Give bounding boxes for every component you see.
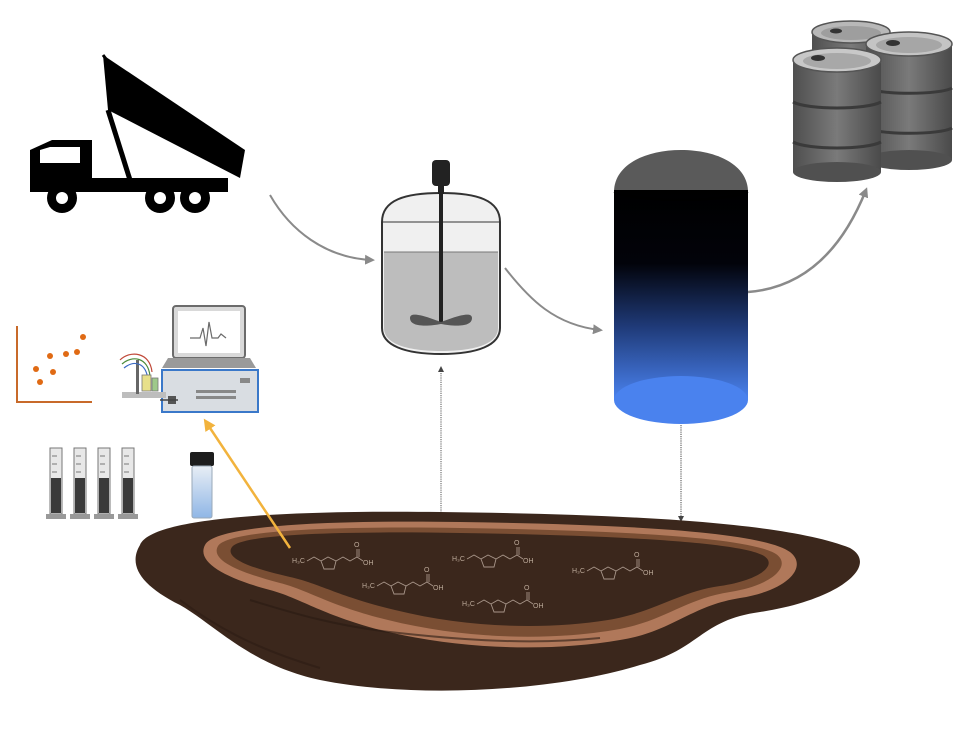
- naphthenic-acid-molecule: H₃C O OH: [462, 585, 544, 613]
- molecule-label-oh: OH: [643, 570, 654, 577]
- dump-truck-icon: [30, 54, 245, 213]
- naphthenic-acid-molecule: H₃C O OH: [292, 542, 374, 570]
- arrow-tank-to-barrels: [747, 187, 869, 294]
- molecule-label-ch3: H₃C: [292, 558, 305, 565]
- graduated-cylinders-icon: [46, 447, 138, 519]
- molecule-label-oh: OH: [363, 560, 374, 567]
- molecule-label-o: O: [354, 542, 360, 549]
- scatter-plot-icon: [16, 326, 92, 403]
- stirred-tank-reactor-icon: [381, 160, 501, 356]
- molecule-label-oh: OH: [533, 603, 544, 610]
- naphthenic-acid-molecule: H₃C O OH: [452, 540, 534, 568]
- molecule-label-ch3: H₃C: [362, 583, 375, 590]
- oil-barrels-icon: [792, 20, 953, 182]
- molecule-label-o: O: [514, 540, 520, 547]
- naphthenic-acid-molecule: H₃C O OH: [572, 552, 654, 580]
- molecule-label-oh: OH: [433, 585, 444, 592]
- molecule-label-o: O: [524, 585, 530, 592]
- molecule-label-ch3: H₃C: [462, 601, 475, 608]
- tailings-pond-icon: H₃C O OH H₃C O OH H₃C: [135, 511, 860, 691]
- sample-vial-icon: [190, 452, 214, 519]
- arrow-reactor-to-tank: [504, 267, 603, 335]
- molecule-label-o: O: [634, 552, 640, 559]
- arrow-truck-to-reactor: [269, 194, 375, 265]
- arrow-pond-to-analysis: [203, 418, 292, 549]
- molecule-label-ch3: H₃C: [572, 568, 585, 575]
- molecule-label-ch3: H₃C: [452, 556, 465, 563]
- laptop-analyzer-icon: [119, 305, 259, 413]
- naphthenic-acid-molecule: H₃C O OH: [362, 567, 444, 595]
- molecule-label-o: O: [424, 567, 430, 574]
- molecule-label-oh: OH: [523, 558, 534, 565]
- storage-tank-icon: [613, 150, 749, 424]
